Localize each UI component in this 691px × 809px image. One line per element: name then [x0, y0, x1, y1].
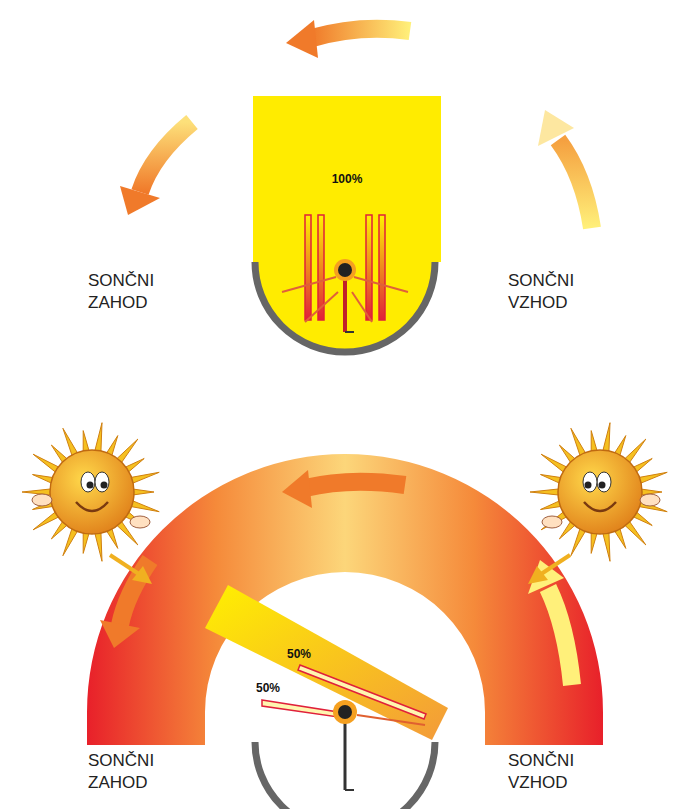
direction-label: SONČNI VZHOD: [508, 270, 600, 314]
sun-figure: [22, 423, 159, 562]
direction-label: SONČNI ZAHOD: [88, 270, 180, 314]
sun-beam-band: 50% 50%: [250, 640, 450, 710]
direction-label: SONČNI ZAHOD: [88, 750, 180, 794]
sun-figure: [530, 423, 667, 562]
direction-label: SONČNI VZHOD: [508, 750, 600, 794]
percent-label: 100%: [253, 172, 441, 186]
percent-label: 50%: [256, 681, 296, 695]
collector-panel: 100%: [253, 96, 441, 262]
percent-label: 50%: [287, 647, 327, 661]
